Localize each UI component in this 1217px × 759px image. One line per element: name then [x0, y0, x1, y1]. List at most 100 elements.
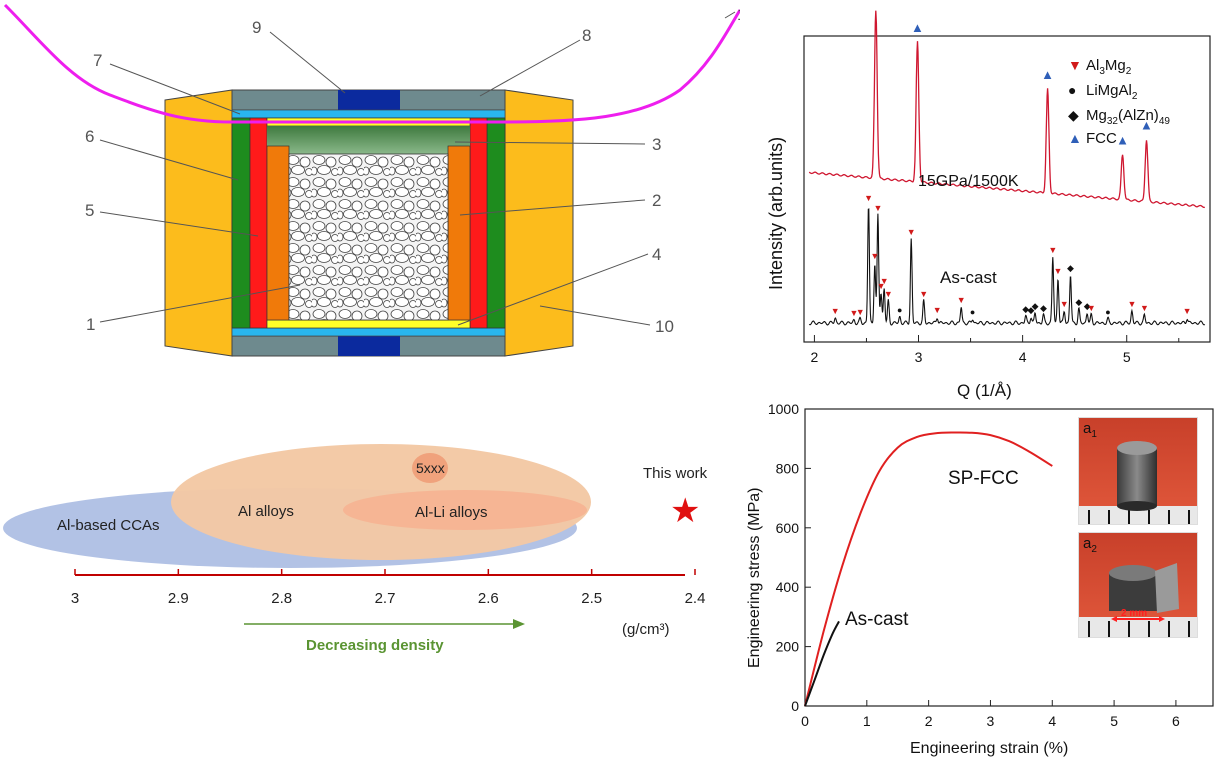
press-cell-schematic: 9 8 7 6 5 1 3 2 4 10 11 — [3, 3, 740, 357]
ss-xtick-label: 5 — [1110, 713, 1118, 729]
ss-ytick-label: 800 — [776, 460, 800, 476]
ellipse-5xxx — [412, 453, 448, 483]
label-5xxx: 5xxx — [416, 460, 445, 476]
xrd-marker-fcc: ▲ — [1140, 118, 1153, 133]
label-al-ccas: Al-based CCAs — [57, 517, 160, 534]
yellow-bottom — [266, 319, 471, 329]
density-tick-label: 2.9 — [168, 590, 189, 607]
ss-label-sp-fcc: SP-FCC — [948, 468, 1019, 489]
xrd-ylabel: Intensity (arb.units) — [766, 137, 786, 290]
sleeve-right — [447, 145, 471, 321]
ss-line-as-cast — [804, 620, 840, 707]
xrd-marker-as-cast: ▼ — [907, 227, 916, 237]
legend-fcc: FCC — [1086, 130, 1117, 147]
label-3: 3 — [652, 135, 661, 154]
legend-mg32: Mg32(AlZn)49 — [1086, 107, 1170, 127]
cap — [267, 126, 470, 154]
xrd-line-as-cast — [808, 208, 1206, 326]
xrd-marker-as-cast: ◆ — [1022, 304, 1029, 314]
xrd-marker-as-cast: ▼ — [919, 289, 928, 299]
label-10: 10 — [655, 317, 674, 336]
ss-xtick-label: 3 — [987, 713, 995, 729]
photo-a1-label: a1 — [1083, 420, 1097, 440]
xrd-marker-as-cast: ▼ — [933, 305, 942, 315]
xrd-legend: ▼ Al3Mg2 ● LiMgAl2 ◆ Mg32(AlZn)49 ▲ FCC — [1068, 57, 1170, 147]
legend-al3mg2: Al3Mg2 — [1086, 57, 1132, 77]
xrd-marker-as-cast: ▼ — [1087, 303, 1096, 313]
label-4: 4 — [652, 245, 661, 264]
label-9: 9 — [252, 18, 261, 37]
ss-ytick-label: 1000 — [768, 401, 799, 417]
photo-scale-text: 2 mm — [1121, 608, 1147, 619]
thermocouple-wire — [3, 3, 740, 124]
density-tick-label: 3 — [71, 590, 79, 607]
heater-right — [469, 117, 488, 329]
density-unit: (g/cm³) — [622, 621, 670, 638]
bottom-center-plug — [338, 336, 400, 356]
xrd-marker-as-cast: ▼ — [870, 251, 879, 261]
xrd-label-as-cast: As-cast — [940, 268, 997, 287]
xrd-marker-as-cast: ▼ — [1183, 306, 1192, 316]
label-1: 1 — [86, 315, 95, 334]
label-this-work: This work — [643, 465, 708, 482]
xrd-xtick-label: 4 — [1019, 349, 1027, 365]
label-11: 11 — [737, 5, 740, 24]
legend-al3mg2-icon: ▼ — [1068, 57, 1082, 73]
ss-frame — [804, 408, 1214, 707]
top-center-plug — [338, 90, 400, 110]
ss-label-as-cast: As-cast — [845, 609, 909, 630]
bottom-disk — [231, 327, 506, 337]
ss-ytick-label: 0 — [791, 698, 799, 714]
green-sleeve-left — [231, 117, 251, 329]
ss-xlabel: Engineering strain (%) — [910, 740, 1068, 757]
density-tick-label: 2.5 — [581, 590, 602, 607]
label-7: 7 — [93, 51, 102, 70]
xrd-frame — [803, 35, 1211, 343]
ss-xtick-label: 4 — [1048, 713, 1056, 729]
sample-photo-a1 — [1079, 418, 1197, 524]
xrd-marker-fcc: ▲ — [911, 20, 924, 35]
xrd-marker-as-cast: ▼ — [856, 307, 865, 317]
ss-ylabel: Engineering stress (MPa) — [746, 487, 763, 668]
xrd-marker-as-cast: ◆ — [1084, 301, 1091, 311]
xrd-marker-as-cast: ● — [970, 307, 975, 317]
sample-chamber — [288, 153, 449, 321]
ellipse-al-li — [343, 490, 587, 530]
label-6: 6 — [85, 127, 94, 146]
ss-xtick-label: 0 — [801, 713, 809, 729]
xrd-marker-as-cast: ▼ — [880, 276, 889, 286]
xrd-marker-as-cast: ▼ — [884, 289, 893, 299]
green-sleeve-right — [486, 117, 506, 329]
xrd-marker-as-cast: ▼ — [864, 193, 873, 203]
xrd-xtick-label: 3 — [915, 349, 923, 365]
legend-mg32-icon: ◆ — [1068, 107, 1079, 123]
heater-left — [249, 117, 268, 329]
density-tick-label: 2.8 — [271, 590, 292, 607]
xrd-marker-fcc: ▲ — [869, 0, 882, 3]
legend-limgal2-icon: ● — [1068, 82, 1076, 98]
label-8: 8 — [582, 26, 591, 45]
xrd-marker-as-cast: ◆ — [1032, 301, 1039, 311]
label-al-alloys: Al alloys — [238, 503, 294, 520]
ss-line-sp-fcc — [804, 431, 1053, 707]
density-tick-label: 2.7 — [375, 590, 396, 607]
ss-ytick-label: 600 — [776, 520, 800, 536]
xrd-marker-as-cast: ◆ — [1075, 297, 1082, 307]
xrd-marker-as-cast: ▼ — [1127, 299, 1136, 309]
gasket-right — [504, 89, 574, 357]
label-al-li: Al-Li alloys — [415, 504, 488, 521]
density-tick-label: 2.4 — [685, 590, 706, 607]
ss-ytick-label: 200 — [776, 639, 800, 655]
xrd-marker-as-cast: ▼ — [1140, 303, 1149, 313]
ss-xtick-label: 1 — [863, 713, 871, 729]
sleeve-left — [266, 145, 290, 321]
photo-a1: a1 — [1078, 417, 1198, 525]
ss-ytick-label: 400 — [776, 579, 800, 595]
xrd-marker-fcc: ▲ — [1041, 67, 1054, 82]
decreasing-label: Decreasing density — [306, 637, 444, 654]
legend-fcc-icon: ▲ — [1068, 130, 1082, 146]
xrd-marker-as-cast: ▼ — [957, 295, 966, 305]
sample-photo-a2: 2 mm — [1079, 533, 1197, 637]
